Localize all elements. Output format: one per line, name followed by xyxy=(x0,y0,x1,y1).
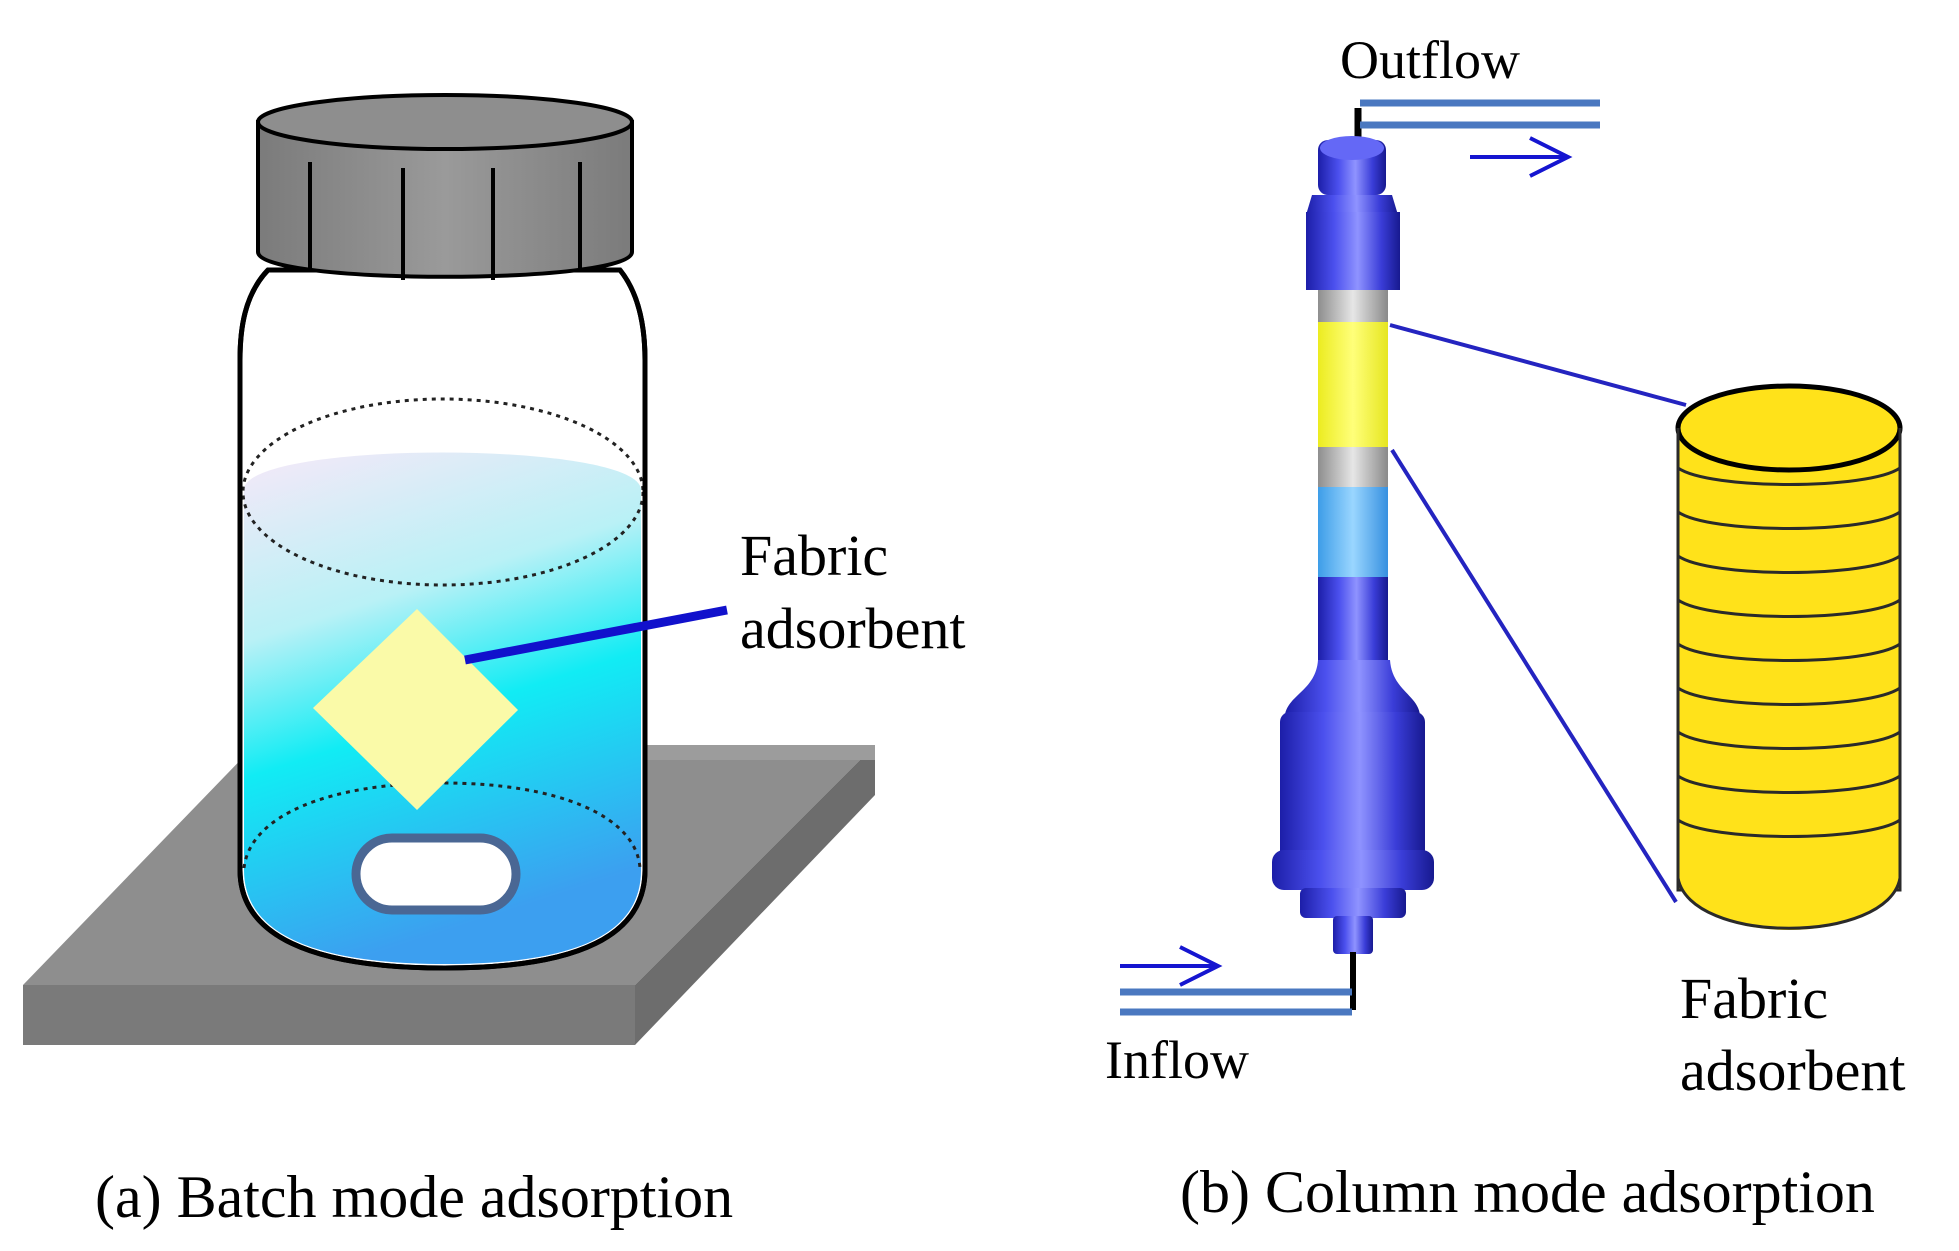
inflow-arrow-icon xyxy=(1120,945,1223,987)
panel-b: Outflow Inflow Fabric adsorbent (b) Colu… xyxy=(1105,30,1906,1225)
caption-a: (a) Batch mode adsorption xyxy=(95,1164,733,1230)
caption-b: (b) Column mode adsorption xyxy=(1180,1159,1875,1225)
stir-bar xyxy=(351,833,521,915)
inflow-label: Inflow xyxy=(1105,1030,1249,1090)
fabric-label-a-line1: Fabric xyxy=(740,523,888,588)
outflow-arrow-icon xyxy=(1470,136,1573,178)
fabric-disc-stack xyxy=(1675,383,1903,930)
bottle-cap xyxy=(256,93,634,280)
connector-line-bottom xyxy=(1390,448,1678,904)
fabric-label-b-line2: adsorbent xyxy=(1680,1038,1906,1103)
panel-a: Fabric adsorbent (a) Batch mode adsorpti… xyxy=(23,93,966,1230)
fabric-pointer-line xyxy=(464,605,728,665)
outflow-label: Outflow xyxy=(1340,30,1520,90)
fabric-label-a-line2: adsorbent xyxy=(740,596,966,661)
connector-line-top xyxy=(1389,323,1687,407)
disc-ridges xyxy=(1677,466,1901,838)
inflow-pipe xyxy=(1120,988,1352,1016)
chromatography-column xyxy=(1272,136,1434,1010)
outflow-pipe xyxy=(1354,99,1600,140)
column-fabric-section xyxy=(1318,322,1388,447)
fabric-label-b-line1: Fabric xyxy=(1680,966,1828,1031)
